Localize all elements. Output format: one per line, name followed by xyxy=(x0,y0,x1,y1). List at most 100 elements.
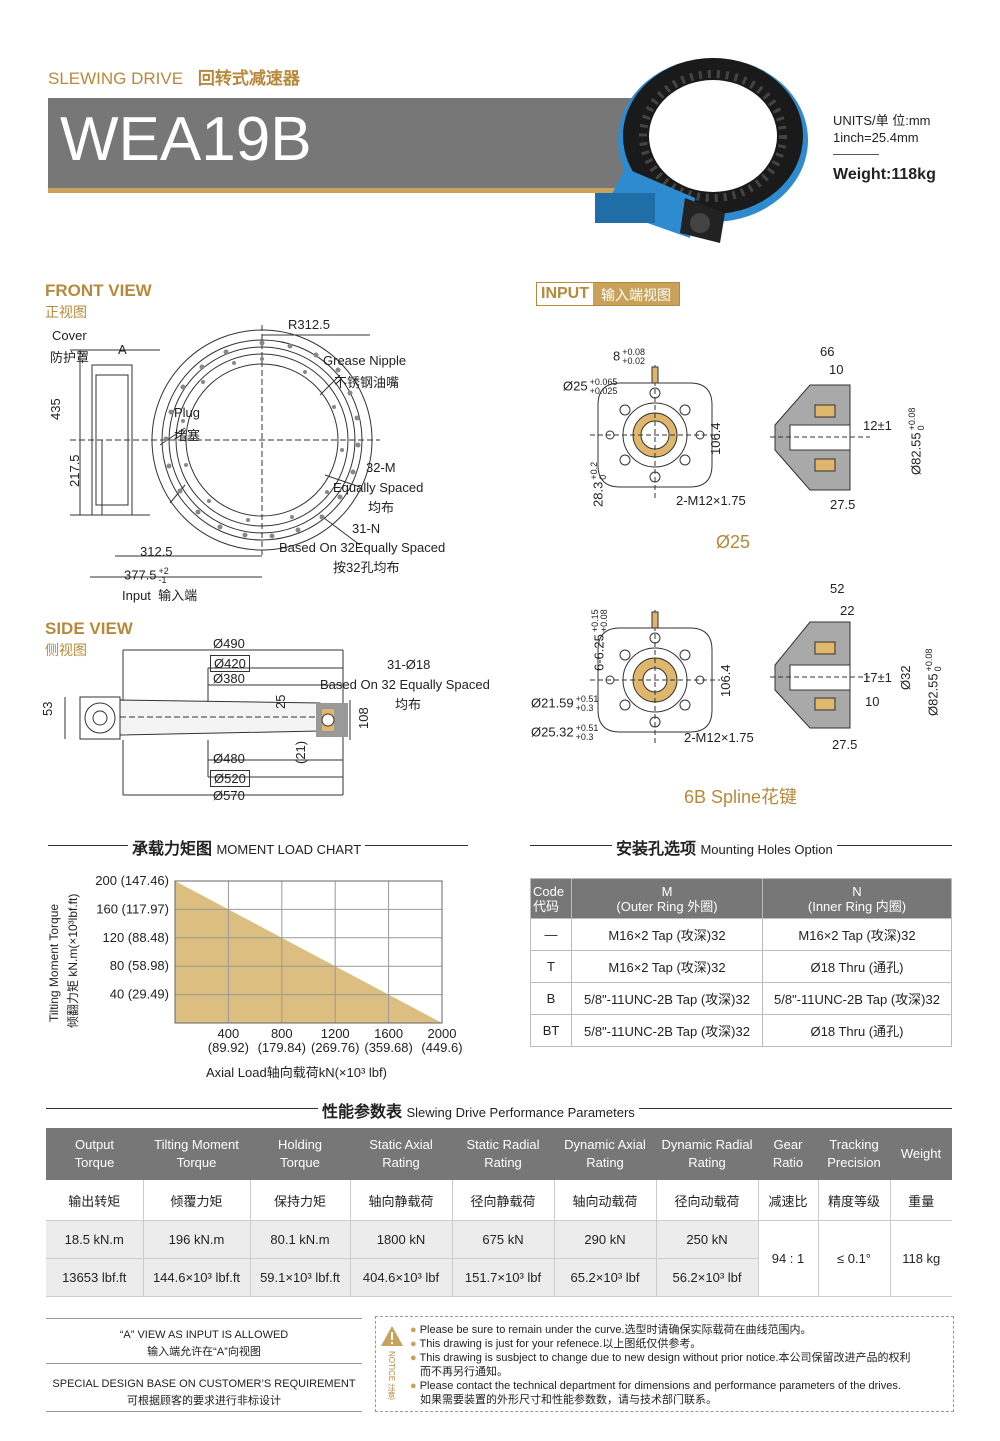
moment-chart-title-cn: 承载力矩图 xyxy=(132,841,213,858)
fv-r-label: R312.5 xyxy=(288,317,330,332)
fv-plug-en: Plug xyxy=(174,405,201,420)
input-tag-cn: 输入端视图 xyxy=(593,283,679,305)
table-row: 18.5 kN.m 196 kN.m 80.1 kN.m 1800 kN 675… xyxy=(46,1220,952,1297)
sv-based-cn: 均布 xyxy=(395,697,422,712)
in-top-66: 66 xyxy=(820,344,835,359)
performance-title-en: Slewing Drive Performance Parameters xyxy=(406,1105,635,1120)
y-tick-label: 40 (29.49) xyxy=(110,987,169,1002)
table-row: 13653 lbf.ft 144.6×10³ lbf.ft 59.1×10³ l… xyxy=(46,1258,952,1297)
sv-h53: 53 xyxy=(40,701,55,716)
table-row: 输出转矩 倾覆力矩 保持力矩 轴向静载荷 径向静载荷 轴向动载荷 径向动载荷 减… xyxy=(46,1180,952,1221)
performance-heading: 性能参数表 Slewing Drive Performance Paramete… xyxy=(46,1098,952,1122)
load-area xyxy=(175,881,442,1023)
x-tick-sublabel: (89.92) xyxy=(208,1040,249,1055)
pp-header: Weight xyxy=(890,1128,952,1180)
moment-chart-heading: 承载力矩图 MOMENT LOAD CHART xyxy=(48,835,468,859)
in-bot-d2159: Ø21.59+0.51+0.3 xyxy=(531,694,599,713)
side-view-drawing xyxy=(64,649,351,796)
notice-box: NOTICE 注意 ● Please be sure to remain und… xyxy=(375,1316,954,1412)
in-bot-17: 17±1 xyxy=(863,670,892,685)
mounting-title-en: Mounting Holes Option xyxy=(700,842,833,857)
front-view-title: FRONT VIEW xyxy=(45,281,152,300)
chart-xlabel: Axial Load轴向载荷kN(×10³ lbf) xyxy=(206,1065,387,1080)
notice-item: ● This drawing is susbject to change due… xyxy=(410,1352,911,1364)
in-top-m12: 2-M12×1.75 xyxy=(676,493,746,508)
fv-width-312: 312.5 xyxy=(140,544,173,559)
x-tick-label: 800 xyxy=(271,1026,293,1041)
notice-item: ● This drawing is just for your refenece… xyxy=(410,1338,702,1350)
performance-title-cn: 性能参数表 xyxy=(322,1104,403,1121)
in-bot-d2532: Ø25.32+0.51+0.3 xyxy=(531,723,599,742)
input-caption-top: Ø25 xyxy=(716,532,751,552)
fv-equally-cn: 均布 xyxy=(368,500,395,515)
units-text: UNITS/单 位:mm xyxy=(833,113,931,128)
product-photo xyxy=(595,58,808,243)
y-tick-label: 120 (88.48) xyxy=(103,930,170,945)
input-side-drawing-bottom xyxy=(770,621,870,729)
fv-input-label: Input 输入端 xyxy=(122,588,198,603)
note-a-view-cn: 输入端允许在“A”向视图 xyxy=(147,1346,261,1358)
moment-chart: 200 (147.46)160 (117.97)120 (88.48)80 (5… xyxy=(95,873,462,1055)
front-view-drawing xyxy=(70,325,380,578)
front-view-subtitle: 正视图 xyxy=(45,304,87,320)
mh-header-m: M(Outer Ring 外圈) xyxy=(571,878,763,919)
fv-width-377: 377.5+2-1 xyxy=(124,566,169,585)
fv-height-217: 217.5 xyxy=(67,454,82,487)
x-tick-label: 1200 xyxy=(321,1026,350,1041)
fv-plug-cn: 堵塞 xyxy=(174,428,201,443)
x-tick-sublabel: (269.76) xyxy=(311,1040,359,1055)
sv-h108: 108 xyxy=(356,707,371,729)
input-tag: INPUT 输入端视图 xyxy=(536,282,680,306)
fv-a-label: A xyxy=(118,342,127,357)
mounting-heading: 安装孔选项 Mounting Holes Option xyxy=(530,835,952,859)
series-cn: 回转式减速器 xyxy=(197,69,300,88)
fv-based-en: Based On 32Equally Spaced xyxy=(279,540,446,555)
x-tick-label: 1600 xyxy=(374,1026,403,1041)
in-top-12: 12±1 xyxy=(863,418,892,433)
mh-header-n: N(Inner Ring 内圈) xyxy=(762,878,952,919)
x-tick-label: 400 xyxy=(218,1026,240,1041)
model-banner: WEA19B xyxy=(48,98,638,193)
in-bot-275: 27.5 xyxy=(832,737,858,752)
in-bot-1064: 106.4 xyxy=(718,664,733,697)
chart-ylabel-en: Tilting Moment Torque xyxy=(47,903,61,1022)
in-top-1064: 106.4 xyxy=(708,422,723,455)
fv-cover-en: Cover xyxy=(52,328,87,343)
in-bot-10: 10 xyxy=(865,694,880,709)
sv-d420: Ø420 xyxy=(210,655,250,672)
input-front-drawing-bottom xyxy=(590,610,720,745)
units-divider xyxy=(833,154,879,155)
in-top-d25: Ø25+0.065+0.025 xyxy=(563,377,618,396)
in-top-8: 8+0.08+0.02 xyxy=(613,347,646,366)
x-tick-sublabel: (359.68) xyxy=(364,1040,412,1055)
notice-item: 而不再另行通知。 xyxy=(420,1366,508,1378)
y-tick-label: 160 (117.97) xyxy=(96,901,169,916)
note-special-en: SPECIAL DESIGN BASE ON CUSTOMER’S REQUIR… xyxy=(52,1378,356,1390)
x-tick-sublabel: (179.84) xyxy=(258,1040,306,1055)
fv-height-435: 435 xyxy=(48,398,63,420)
sv-d520: Ø520 xyxy=(210,770,250,787)
sv-h25: 25 xyxy=(273,694,288,709)
moment-chart-title-en: MOMENT LOAD CHART xyxy=(216,842,362,857)
weight-text: Weight:118kg xyxy=(833,166,936,183)
note-special-cn: 可根据顾客的要求进行非标设计 xyxy=(127,1395,281,1407)
in-bot-d32: Ø32 xyxy=(898,665,913,690)
series-en: SLEWING DRIVE xyxy=(48,69,184,88)
sv-based-en: Based On 32 Equally Spaced xyxy=(320,677,490,692)
in-top-275: 27.5 xyxy=(830,497,856,512)
warning-icon xyxy=(381,1326,403,1346)
in-bot-m12: 2-M12×1.75 xyxy=(684,730,754,745)
fv-based-cn: 按32孔均布 xyxy=(333,560,400,575)
